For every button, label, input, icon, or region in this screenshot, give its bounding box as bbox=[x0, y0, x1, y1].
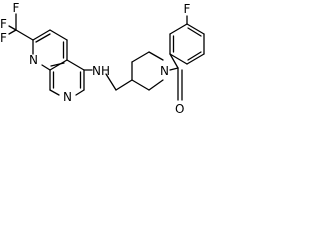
bond-ar-c5-c6 bbox=[186, 53, 205, 65]
atom-f-para: F bbox=[184, 2, 191, 16]
atom-f-left-top: F bbox=[0, 17, 7, 31]
bond-lines bbox=[8, 13, 205, 101]
bond-ar-c3-c4 bbox=[186, 23, 205, 35]
atom-o-carbonyl: O bbox=[175, 102, 184, 116]
molecule-structure-diagram: F F F N N NH N O F bbox=[0, 1, 205, 116]
atom-nh: NH bbox=[92, 64, 110, 78]
bond-ar-c2-c3 bbox=[169, 23, 188, 35]
bond-ar-c6-c1 bbox=[169, 53, 188, 65]
bond-ar-c3-c4-inner bbox=[187, 27, 202, 37]
atom-labels: F F F N N NH N O F bbox=[0, 1, 191, 116]
bond-c3-c4 bbox=[49, 29, 68, 41]
bond-ar-c5-c6-inner bbox=[187, 51, 202, 61]
bond-pip-c2-n1 bbox=[148, 51, 164, 61]
bond-cf3-f-left-bottom bbox=[8, 29, 17, 35]
atom-n-piperidine: N bbox=[160, 64, 169, 78]
bond-c4a-c8a-inner bbox=[50, 62, 65, 67]
bond-c8-c7 bbox=[49, 89, 60, 96]
bond-pip-c6-c5 bbox=[131, 79, 150, 91]
bond-cf3-c2 bbox=[15, 29, 34, 41]
bond-n-carbonyl bbox=[169, 67, 179, 71]
bond-pip-n1-c6 bbox=[148, 79, 164, 91]
atom-f-left-bottom: F bbox=[0, 31, 7, 45]
bond-n6-c5 bbox=[75, 89, 85, 96]
bond-cf3-f-left-top bbox=[8, 25, 17, 31]
bond-carbonyl-aryl bbox=[169, 53, 179, 69]
bond-c2-c3 bbox=[32, 29, 51, 41]
bond-c8a-n1 bbox=[41, 64, 51, 71]
bond-c2-c3-inner bbox=[35, 33, 51, 43]
bond-pip-c3-c2 bbox=[131, 51, 150, 63]
atom-n-pyridine: N bbox=[63, 90, 72, 104]
atom-n-quinoline: N bbox=[29, 53, 38, 67]
bond-ch2-c4pip bbox=[115, 79, 133, 91]
bond-c4a-c8a bbox=[49, 59, 68, 71]
atom-f-top: F bbox=[13, 1, 20, 15]
bond-c4a-c5 bbox=[66, 59, 85, 71]
bond-nh-ch2 bbox=[105, 73, 117, 91]
